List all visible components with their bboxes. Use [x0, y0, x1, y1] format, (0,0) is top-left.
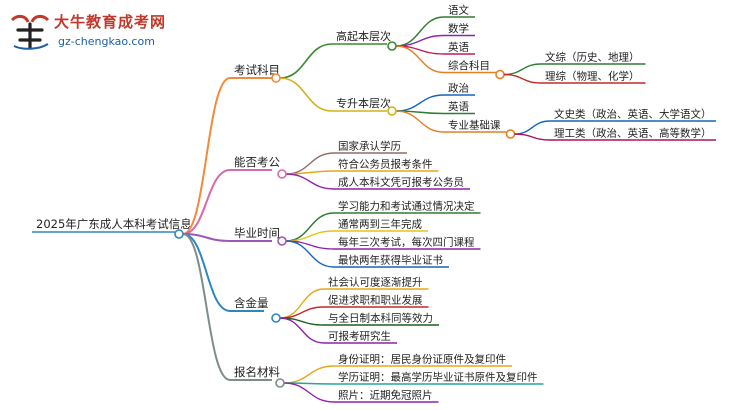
connector-line: [279, 77, 333, 112]
connector-line: [503, 73, 542, 84]
connector-line: [182, 233, 231, 242]
connector-line: [283, 365, 335, 384]
branch-topic: 能否考公: [234, 155, 280, 169]
branch-topic: 报名材料: [234, 365, 280, 379]
node-knob: [271, 73, 281, 83]
connector-line: [503, 63, 542, 76]
connector-line: [285, 240, 335, 268]
connector-line: [395, 16, 445, 47]
connector-line: [279, 317, 325, 344]
node-knob: [174, 229, 184, 239]
connector-line: [285, 212, 335, 242]
bull-logo-icon: [10, 14, 50, 50]
branch2-leaf: 最快两年获得毕业证书: [338, 254, 443, 267]
subtopic-leaf: 专业基础课: [448, 119, 501, 132]
connector-line: [279, 288, 325, 319]
subtopic-leaf: 政治: [448, 82, 469, 95]
branch1-leaf: 国家承认学历: [338, 140, 401, 153]
root-topic: 2025年广东成人本科考试信息: [36, 217, 192, 231]
node-knob: [277, 236, 287, 246]
connector-line: [283, 382, 335, 403]
branch4-leaf: 照片：近期免冠照片: [338, 389, 433, 402]
node-knob: [387, 41, 397, 51]
branch2-leaf: 学习能力和考试通过情况决定: [338, 200, 475, 213]
connector-line: [182, 233, 231, 381]
connector-line: [182, 169, 231, 235]
node-knob: [505, 129, 516, 139]
detail-leaf: 理工类（政治、英语、高等数学）: [554, 127, 712, 140]
branch1-leaf: 成人本科文凭可报考公务员: [338, 176, 464, 189]
branch3-leaf: 与全日制本科同等效力: [328, 312, 433, 325]
connector-line: [514, 120, 551, 135]
connector-line: [395, 110, 445, 133]
logo-title: 大牛教育成考网: [54, 13, 167, 31]
branch3-leaf: 促进求职和职业发展: [328, 294, 423, 307]
detail-leaf: 文综（历史、地理）: [545, 51, 640, 64]
node-knob: [275, 378, 285, 388]
logo-url: gz-chengkao.com: [58, 35, 155, 48]
subtopic: 专升本层次: [336, 96, 391, 110]
detail-leaf: 理综（物理、化学）: [545, 70, 640, 83]
branch-topic: 毕业时间: [234, 226, 280, 240]
subtopic-leaf: 英语: [448, 41, 469, 54]
connector-line: [182, 233, 231, 312]
node-knob: [271, 313, 281, 323]
node-knob: [277, 169, 287, 179]
connector-line: [514, 133, 551, 141]
branch2-leaf: 每年三次考试，每次四门课程: [338, 236, 475, 249]
connector-line: [182, 77, 231, 235]
connector-line: [395, 94, 445, 112]
node-knob: [387, 106, 397, 116]
detail-leaf: 文史类（政治、英语、大学语文）: [554, 108, 712, 121]
node-knob: [495, 69, 505, 80]
branch3-leaf: 社会认可度逐渐提升: [328, 276, 423, 289]
branch3-leaf: 可报考研究生: [328, 330, 391, 343]
branch2-leaf: 通常两到三年完成: [338, 218, 422, 231]
subtopic: 高起本层次: [336, 29, 391, 43]
connector-line: [285, 173, 335, 190]
subtopic-leaf: 英语: [448, 100, 469, 113]
connector-line: [285, 170, 335, 175]
subtopic-leaf: 语文: [448, 4, 469, 17]
subtopic-leaf: 数学: [448, 22, 469, 35]
branch4-leaf: 学历证明：最高学历毕业证书原件及复印件: [338, 371, 538, 384]
branch-topic: 考试科目: [234, 63, 280, 77]
connector-line: [395, 45, 445, 74]
connector-line: [279, 43, 333, 79]
site-logo: 大牛教育成考网 gz-chengkao.com: [8, 8, 183, 54]
branch1-leaf: 符合公务员报考条件: [338, 158, 433, 171]
subtopic-leaf: 综合科目: [448, 59, 490, 72]
branch-topic: 含金量: [234, 296, 269, 310]
branch4-leaf: 身份证明：居民身份证原件及复印件: [338, 353, 506, 366]
